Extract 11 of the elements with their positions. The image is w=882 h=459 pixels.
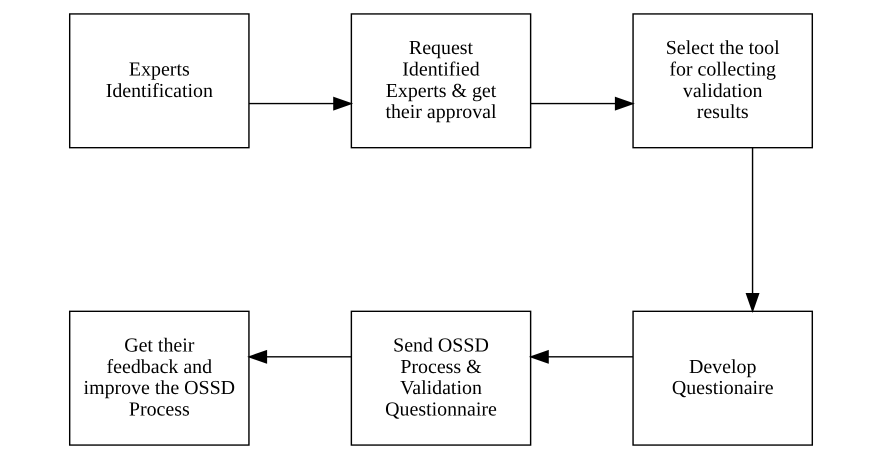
node-box: Experts Identification xyxy=(68,13,250,148)
arrow xyxy=(746,148,760,313)
node-box: Send OSSD Process & Validation Questionnaire xyxy=(350,310,532,446)
node-box: Request Identified Experts & get their approval xyxy=(350,13,532,148)
node-box: Get their feedback and improve the OSSD Process xyxy=(68,310,250,446)
arrow xyxy=(530,96,635,111)
arrow xyxy=(528,350,633,364)
arrow xyxy=(249,96,354,111)
arrow xyxy=(247,350,352,364)
node-box: Develop Questionaire xyxy=(632,310,814,446)
node-box: Select the tool for collecting validation results xyxy=(632,13,814,148)
